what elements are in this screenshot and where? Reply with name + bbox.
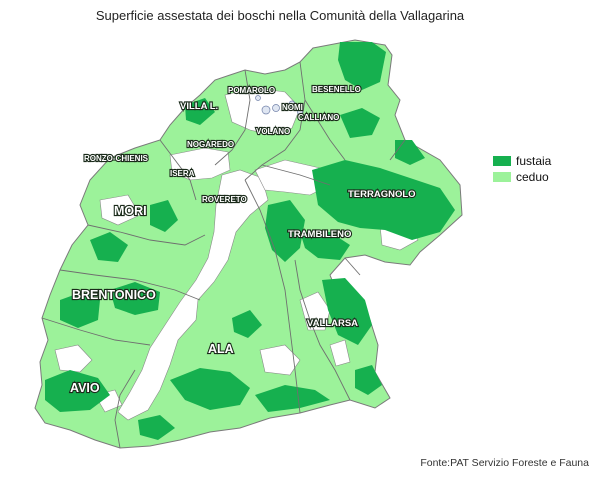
page-title: Superficie assestata dei boschi nella Co… — [95, 8, 465, 23]
label-avio: AVIO — [70, 381, 100, 395]
label-terragnolo: TERRAGNOLO — [348, 189, 416, 200]
label-calliano: CALLIANO — [298, 113, 339, 122]
settlement-markers — [255, 95, 303, 115]
label-villa: VILLA L. — [180, 101, 218, 112]
label-nomi: NOMI — [282, 103, 303, 112]
label-trambileno: TRAMBILENO — [288, 229, 351, 240]
fustaia-patches — [45, 42, 455, 440]
label-vallarsa: VALLARSA — [307, 318, 358, 329]
source-credit: Fonte:PAT Servizio Foreste e Fauna — [420, 457, 589, 469]
label-rovereto: ROVERETO — [202, 195, 247, 204]
label-volano: VOLANO — [256, 127, 290, 136]
legend-swatch-fustaia — [493, 156, 511, 166]
label-mori: MORI — [114, 204, 147, 218]
legend-label-ceduo: ceduo — [516, 170, 549, 184]
legend-item-ceduo: ceduo — [493, 169, 551, 185]
label-nogaredo: NOGAREDO — [187, 140, 234, 149]
label-brentonico: BRENTONICO — [72, 288, 156, 302]
label-pomarolo: POMAROLO — [228, 86, 275, 95]
label-ala: ALA — [208, 342, 234, 356]
map-legend: fustaia ceduo — [493, 153, 551, 185]
legend-swatch-ceduo — [493, 172, 511, 182]
legend-label-fustaia: fustaia — [516, 154, 552, 168]
unforested-areas — [54, 87, 419, 421]
municipal-boundaries — [41, 61, 406, 449]
legend-item-fustaia: fustaia — [493, 153, 551, 169]
municipality-labels: POMAROLO BESENELLO VILLA L. NOMI CALLIAN… — [69, 84, 417, 396]
label-besenello: BESENELLO — [312, 85, 361, 94]
label-ronzo-chienis: RONZO-CHIENIS — [84, 154, 149, 163]
territory-ceduo — [34, 39, 463, 449]
label-isera: ISERA — [170, 169, 195, 178]
